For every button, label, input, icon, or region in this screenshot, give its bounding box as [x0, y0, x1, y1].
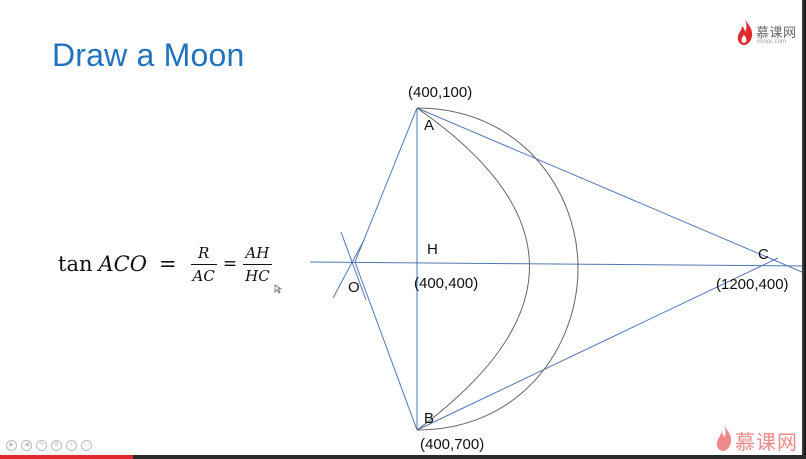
radius-oa-line: [354, 107, 418, 263]
fraction-numerator: AH: [245, 243, 270, 262]
fraction-denominator: AC: [190, 263, 217, 285]
player-controls[interactable]: ▶ ◀ ✎ ⚙ + □: [6, 440, 92, 451]
mouse-cursor-icon: [274, 284, 282, 294]
video-progress-fill: [0, 455, 133, 459]
formula-equals: =: [158, 252, 177, 276]
coord-a: (400,100): [408, 84, 472, 101]
tangent-ac-line: [416, 107, 802, 273]
formula-equals-2: =: [222, 254, 238, 274]
logo-brand-text: 慕课网: [756, 26, 797, 41]
tangent-bc-line: [416, 257, 779, 431]
formula-fraction-ah-hc: AH HC: [243, 244, 272, 285]
extension-line-1: [340, 231, 367, 301]
extension-line-2: [332, 239, 365, 299]
edit-icon[interactable]: ✎: [36, 440, 47, 451]
label-a: A: [424, 117, 434, 134]
label-o: O: [348, 279, 360, 296]
flame-icon: [737, 19, 753, 45]
zoom-icon[interactable]: +: [66, 440, 77, 451]
flame-icon: [716, 425, 732, 451]
coord-c: (1200,400): [716, 276, 789, 293]
inner-arc: [416, 107, 530, 431]
fraction-denominator: HC: [243, 263, 272, 285]
settings-icon[interactable]: ⚙: [51, 440, 62, 451]
formula-angle: ACO: [98, 252, 147, 276]
radius-ob-line: [354, 261, 418, 431]
label-c: C: [758, 246, 769, 263]
label-b: B: [424, 410, 434, 427]
tangent-formula: tan ACO = R AC = AH HC: [58, 236, 272, 292]
coord-b: (400,700): [420, 436, 484, 453]
formula-fraction-r-ac: R AC: [190, 243, 217, 285]
coord-h: (400,400): [414, 275, 478, 292]
slide-title: Draw a Moon: [52, 37, 245, 73]
video-progress-track[interactable]: [0, 455, 806, 459]
label-h: H: [427, 241, 438, 258]
outer-arc: [416, 107, 579, 431]
watermark-text: 慕课网: [735, 430, 798, 454]
formula-fn: tan: [58, 252, 93, 276]
imooc-logo: 慕课网 imooc.com: [736, 18, 798, 50]
imooc-watermark: 慕课网: [715, 424, 801, 454]
rewind-icon[interactable]: ◀: [21, 440, 32, 451]
fullscreen-icon[interactable]: □: [81, 440, 92, 451]
fraction-numerator: R: [198, 243, 210, 262]
play-icon[interactable]: ▶: [6, 440, 17, 451]
logo-sub-text: imooc.com: [757, 39, 787, 45]
horizontal-axis-line: [309, 261, 802, 267]
